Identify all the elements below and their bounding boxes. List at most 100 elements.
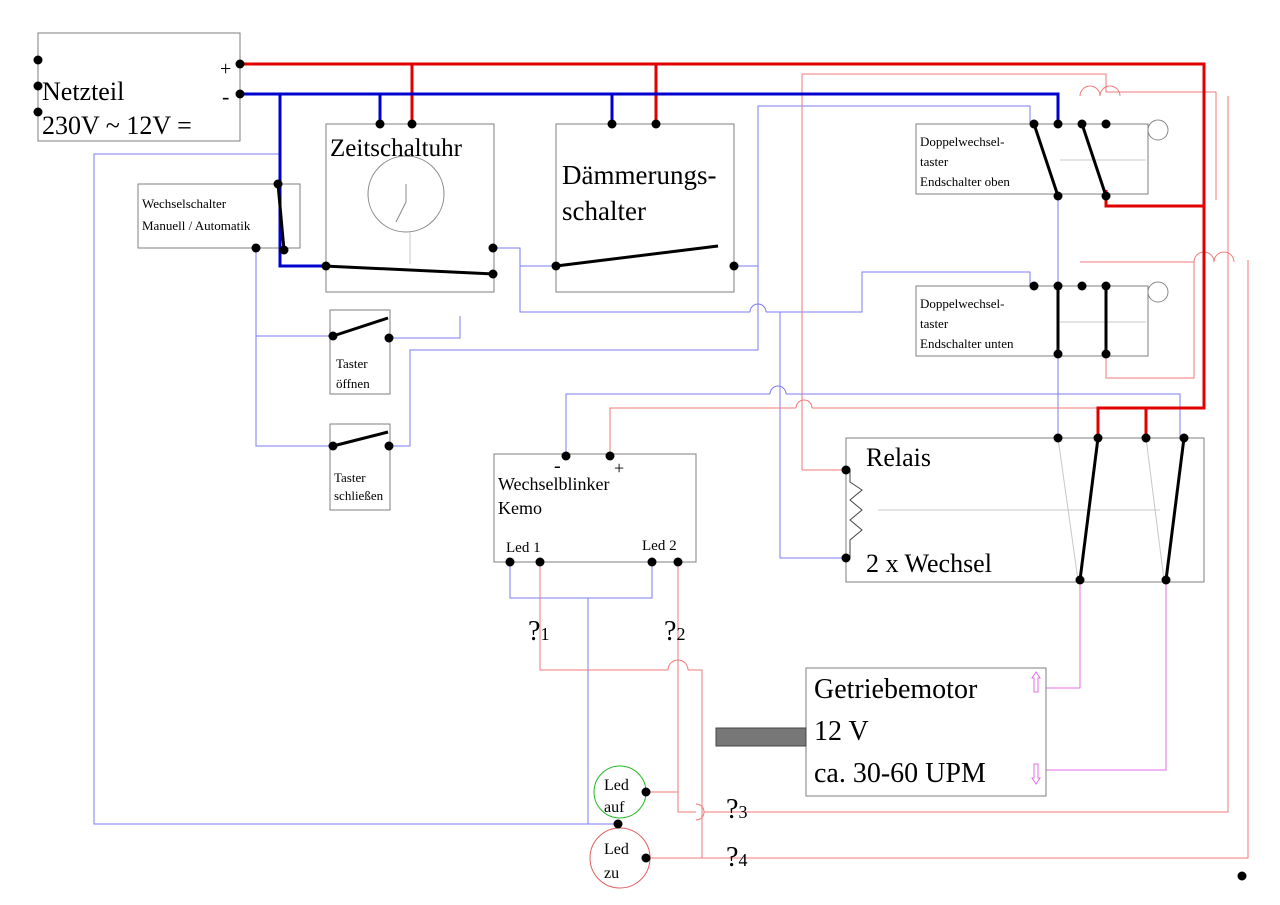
limit-bottom-label-1: Doppelwechsel- — [920, 296, 1004, 311]
terminal-dot — [1093, 433, 1103, 443]
timer-title: Zeitschaltuhr — [330, 135, 463, 162]
limit-bottom-label-2: taster — [920, 316, 949, 331]
terminal-dot — [841, 553, 851, 563]
terminal-dot — [1179, 433, 1189, 443]
limit-top-label-1: Doppelwechsel- — [920, 134, 1004, 149]
power-supply-title: Netzteil — [42, 77, 124, 106]
terminal-dot — [1161, 575, 1171, 585]
led-open-label-1: Led — [604, 777, 629, 794]
motor-voltage: 12 V — [814, 716, 869, 747]
terminal-dot — [273, 179, 283, 189]
terminal-dot — [488, 269, 498, 279]
terminal-dot — [1077, 281, 1087, 291]
limit-switch-bottom-roller — [1147, 281, 1169, 303]
limit-switch-top-roller — [1147, 119, 1169, 141]
blinker-led1-label: Led 1 — [506, 540, 541, 556]
motor-terminal-plus — [1031, 671, 1041, 693]
terminal-dot — [613, 819, 623, 829]
terminal-dot — [33, 55, 43, 65]
button-open-box — [329, 309, 391, 395]
button-close-label-1: Taster — [334, 470, 366, 485]
terminal-dot — [488, 243, 498, 253]
terminal-dot — [641, 787, 651, 797]
terminal-dot — [279, 245, 289, 255]
terminal-dot — [535, 557, 545, 567]
relay-title: Relais — [866, 443, 931, 472]
clock-hand — [395, 184, 407, 223]
question-mark-3: ?3 — [726, 794, 747, 825]
blinker-title-2: Kemo — [498, 498, 542, 518]
question-mark-4: ?4 — [726, 842, 747, 873]
led-closed-label-2: zu — [604, 865, 619, 882]
terminal-dot — [235, 59, 245, 69]
dusk-switch-title-1: Dämmerungs- — [562, 160, 716, 190]
terminal-dot — [384, 441, 394, 451]
terminal-dot — [235, 89, 245, 99]
relay-coil — [849, 470, 863, 558]
terminal-dot — [1101, 119, 1111, 129]
limit-top-label-2: taster — [920, 154, 949, 169]
motor-terminal-minus — [1031, 763, 1041, 785]
button-open-label-1: Taster — [336, 356, 368, 371]
limit-switch-top-box — [915, 123, 1149, 195]
motor-speed: ca. 30-60 UPM — [814, 758, 986, 789]
terminal-dot — [251, 243, 261, 253]
clock-face — [367, 155, 445, 233]
terminal-dot — [33, 107, 43, 117]
terminal-dot — [1077, 119, 1087, 129]
selector-switch-label-1: Wechselschalter — [142, 196, 227, 211]
terminal-dot — [407, 119, 417, 129]
terminal-dot — [641, 853, 651, 863]
plus-terminal-label: + — [220, 58, 231, 80]
terminal-dot — [321, 261, 331, 271]
terminal-dot — [729, 261, 739, 271]
dusk-switch-box — [555, 123, 735, 293]
terminal-dot — [647, 557, 657, 567]
power-supply — [37, 32, 241, 142]
terminal-dot — [1075, 575, 1085, 585]
terminal-dot — [1053, 281, 1063, 291]
terminal-dot — [673, 557, 683, 567]
led-closed-circle — [589, 827, 651, 889]
terminal-dot — [1141, 433, 1151, 443]
minus-terminal-label: - — [222, 84, 229, 109]
button-close-label-2: schließen — [334, 488, 384, 503]
motor-wires — [1036, 582, 1167, 771]
terminal-dot — [1237, 871, 1247, 881]
question-mark-2: ?2 — [664, 616, 685, 647]
limit-top-label-3: Endschalter oben — [920, 174, 1010, 189]
motor-shaft — [715, 727, 807, 747]
terminal-dot — [328, 441, 338, 451]
terminal-dot — [375, 119, 385, 129]
selector-switch-box — [137, 183, 301, 249]
blinker-plus-label: + — [614, 458, 624, 478]
terminal-dot — [651, 119, 661, 129]
terminal-dot — [1029, 119, 1039, 129]
terminal-dot — [1101, 191, 1111, 201]
terminal-dot — [1053, 191, 1063, 201]
question-mark-1: ?1 — [528, 616, 549, 647]
terminal-dot — [841, 465, 851, 475]
blinker-title-1: Wechselblinker — [498, 474, 610, 494]
blinker-led2-label: Led 2 — [642, 538, 677, 554]
led-wires — [539, 73, 1249, 859]
power-supply-voltage: 230V ~ 12V = — [42, 111, 192, 140]
selector-switch-label-2: Manuell / Automatik — [142, 218, 251, 233]
terminal-dot — [1053, 433, 1063, 443]
terminal-dot — [328, 331, 338, 341]
terminal-dot — [1101, 349, 1111, 359]
limit-bottom-label-3: Endschalter unten — [920, 336, 1014, 351]
motor-title: Getriebemotor — [814, 674, 978, 705]
terminal-dot — [605, 451, 615, 461]
terminal-dot — [33, 81, 43, 91]
relay-type: 2 x Wechsel — [866, 549, 992, 578]
terminal-dot — [1053, 349, 1063, 359]
led-open-label-2: auf — [604, 799, 625, 816]
blinker-box — [493, 453, 697, 563]
terminal-dot — [1101, 281, 1111, 291]
dusk-switch-title-2: schalter — [562, 196, 646, 226]
negative-wires — [240, 92, 1060, 268]
terminal-dots — [33, 55, 1247, 881]
switch-contacts — [276, 123, 1186, 581]
